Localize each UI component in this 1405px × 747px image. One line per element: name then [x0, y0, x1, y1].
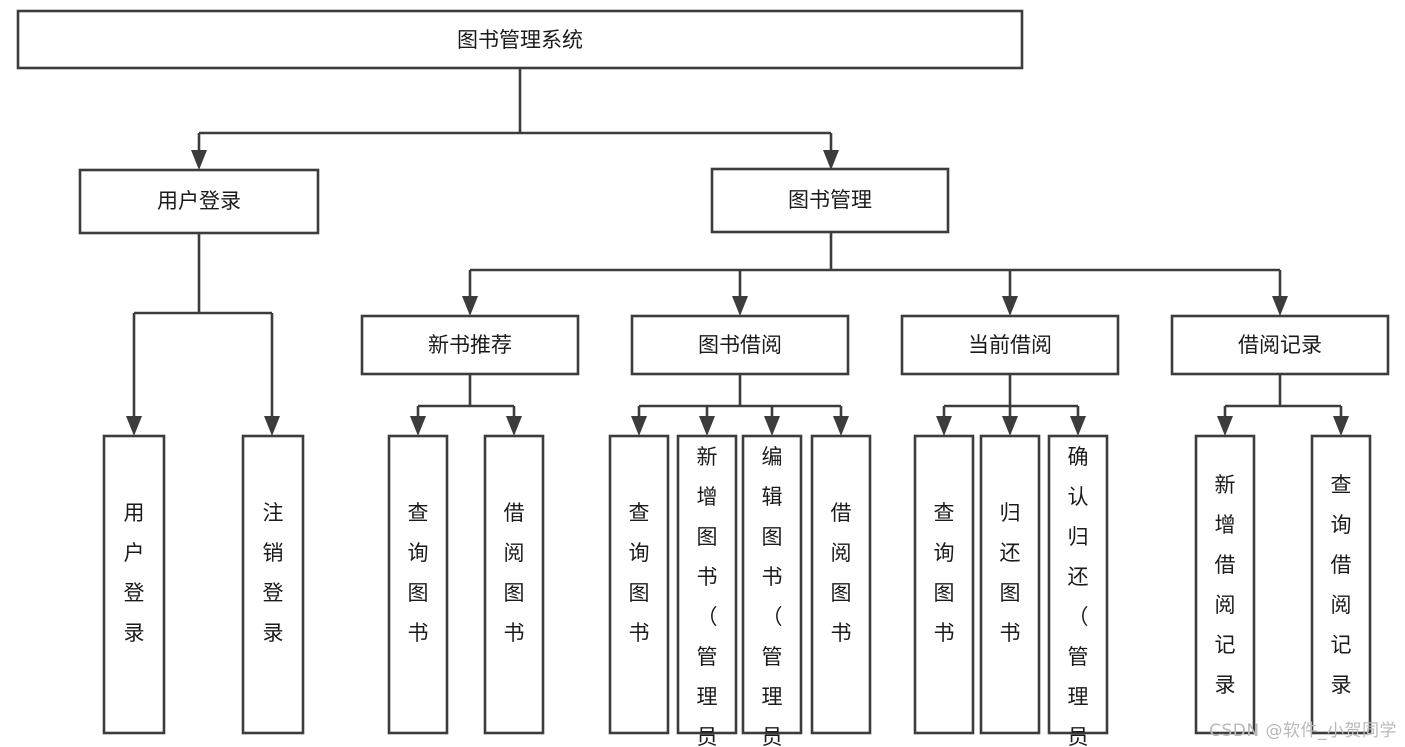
- arrow-head-leaf-confirm-return: [1070, 416, 1086, 436]
- node-leaf-borrow-book-1[interactable]: 借阅图书: [483, 434, 545, 735]
- node-leaf-add-book-box[interactable]: [676, 434, 738, 735]
- arrow-head-leaf-add-record: [1217, 416, 1233, 436]
- connector-group-current-borrow: [936, 374, 1086, 436]
- node-book-borrow-label: 图书借阅: [698, 333, 782, 357]
- node-borrow-record[interactable]: 借阅记录: [1170, 314, 1390, 376]
- node-borrow-record-label: 借阅记录: [1238, 333, 1322, 357]
- node-leaf-borrow-book-2[interactable]: 借阅图书: [810, 434, 872, 735]
- node-leaf-query-record-label: 查询借阅记录: [1331, 473, 1352, 697]
- node-current-borrow-box[interactable]: [900, 314, 1120, 376]
- node-user-login[interactable]: 用户登录: [78, 168, 320, 235]
- connector-group-book-borrow: [631, 374, 849, 436]
- node-leaf-query-book-3[interactable]: 查询图书: [913, 434, 975, 735]
- node-leaf-query-book-2-label: 查询图书: [629, 501, 650, 645]
- connector-group-book-management: [462, 232, 1288, 316]
- node-book-management-label: 图书管理: [788, 188, 872, 212]
- node-leaf-edit-book-label: 编辑图书（管理员）: [762, 445, 783, 747]
- arrow-head-borrow-record: [1272, 296, 1288, 316]
- connector-group-root: [191, 68, 839, 170]
- node-new-book-recommend-label: 新书推荐: [428, 333, 512, 357]
- node-leaf-logout-login-label: 注销登录: [263, 501, 284, 645]
- node-leaf-confirm-return[interactable]: 确认归还（管理员）: [1047, 434, 1109, 747]
- node-leaf-edit-book-box[interactable]: [741, 434, 803, 735]
- node-leaf-query-book-1[interactable]: 查询图书: [387, 434, 449, 735]
- node-leaf-query-book-1-box[interactable]: [387, 434, 449, 735]
- connector-group-user-login: [126, 233, 280, 436]
- connector-group-new-book-recommend: [410, 374, 522, 436]
- node-current-borrow[interactable]: 当前借阅: [900, 314, 1120, 376]
- node-root-label: 图书管理系统: [457, 28, 583, 52]
- node-leaf-edit-book[interactable]: 编辑图书（管理员）: [741, 434, 803, 747]
- arrow-head-book-management: [823, 150, 839, 170]
- arrow-head-leaf-user-login: [126, 416, 142, 436]
- csdn-watermark: CSDN @软件_小贺同学: [1209, 721, 1397, 741]
- node-borrow-record-box[interactable]: [1170, 314, 1390, 376]
- node-leaf-borrow-book-2-box[interactable]: [810, 434, 872, 735]
- node-leaf-add-record-box[interactable]: [1194, 434, 1256, 735]
- node-leaf-borrow-book-1-label: 借阅图书: [504, 501, 525, 645]
- node-leaf-add-book-label: 新增图书（管理员）: [697, 445, 718, 747]
- node-root-box[interactable]: [16, 9, 1024, 70]
- arrow-head-leaf-return-book: [1002, 416, 1018, 436]
- node-leaf-query-book-3-box[interactable]: [913, 434, 975, 735]
- node-leaf-add-book[interactable]: 新增图书（管理员）: [676, 434, 738, 747]
- node-leaf-confirm-return-box[interactable]: [1047, 434, 1109, 735]
- node-book-management-box[interactable]: [710, 167, 950, 234]
- node-leaf-return-book-box[interactable]: [979, 434, 1041, 735]
- node-leaf-query-book-2-box[interactable]: [608, 434, 670, 735]
- node-book-borrow-box[interactable]: [630, 314, 850, 376]
- node-leaf-add-record[interactable]: 新增借阅记录: [1194, 434, 1256, 735]
- node-leaf-confirm-return-label: 确认归还（管理员）: [1068, 445, 1089, 747]
- node-leaf-borrow-book-2-label: 借阅图书: [831, 501, 852, 645]
- node-leaf-logout-login[interactable]: 注销登录: [241, 434, 305, 735]
- node-leaf-query-record-box[interactable]: [1310, 434, 1372, 735]
- arrow-head-leaf-add-book: [699, 416, 715, 436]
- arrow-head-leaf-query-book-2: [631, 416, 647, 436]
- arrow-head-leaf-logout-login: [264, 416, 280, 436]
- arrow-head-leaf-borrow-book-2: [833, 416, 849, 436]
- connector-group-borrow-record: [1217, 374, 1349, 436]
- arrow-head-leaf-borrow-book-1: [506, 416, 522, 436]
- arrow-head-user-login: [191, 150, 207, 170]
- node-leaf-user-login-box[interactable]: [102, 434, 166, 735]
- node-leaf-query-book-1-label: 查询图书: [408, 501, 429, 645]
- node-leaf-logout-login-box[interactable]: [241, 434, 305, 735]
- node-user-login-label: 用户登录: [157, 189, 241, 213]
- node-leaf-query-record[interactable]: 查询借阅记录: [1310, 434, 1372, 735]
- node-book-borrow[interactable]: 图书借阅: [630, 314, 850, 376]
- node-book-management[interactable]: 图书管理: [710, 167, 950, 234]
- node-leaf-add-record-label: 新增借阅记录: [1215, 473, 1236, 697]
- arrow-head-leaf-query-book-3: [936, 416, 952, 436]
- arrow-head-leaf-query-book-1: [410, 416, 426, 436]
- node-current-borrow-label: 当前借阅: [968, 333, 1052, 357]
- arrow-head-new-book-recommend: [462, 296, 478, 316]
- node-leaf-return-book[interactable]: 归还图书: [979, 434, 1041, 735]
- node-new-book-recommend-box[interactable]: [360, 314, 580, 376]
- node-leaf-query-book-2[interactable]: 查询图书: [608, 434, 670, 735]
- node-leaf-return-book-label: 归还图书: [1000, 501, 1021, 645]
- arrow-head-current-borrow: [1002, 296, 1018, 316]
- node-leaf-query-book-3-label: 查询图书: [934, 501, 955, 645]
- arrow-head-leaf-query-record: [1333, 416, 1349, 436]
- arrow-head-book-borrow: [732, 296, 748, 316]
- node-root[interactable]: 图书管理系统: [16, 9, 1024, 70]
- node-leaf-user-login-label: 用户登录: [124, 501, 145, 645]
- node-user-login-box[interactable]: [78, 168, 320, 235]
- node-leaf-user-login[interactable]: 用户登录: [102, 434, 166, 735]
- node-leaf-borrow-book-1-box[interactable]: [483, 434, 545, 735]
- arrow-head-leaf-edit-book: [764, 416, 780, 436]
- node-new-book-recommend[interactable]: 新书推荐: [360, 314, 580, 376]
